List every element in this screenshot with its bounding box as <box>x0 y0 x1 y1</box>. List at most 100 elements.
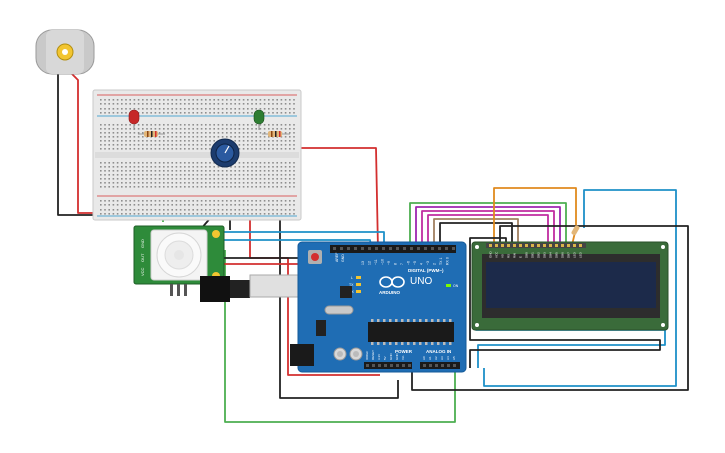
breadboard-hole <box>158 124 161 126</box>
breadboard-hole <box>272 170 274 172</box>
breadboard-hole <box>276 112 278 114</box>
lcd-mount-hole <box>475 323 479 327</box>
resistor-1-band-2 <box>151 131 153 137</box>
lcd-pin <box>531 244 534 247</box>
breadboard-hole <box>150 200 152 202</box>
chip-pin <box>449 342 452 345</box>
breadboard-hole <box>284 182 287 184</box>
lcd-mount-hole <box>661 323 665 327</box>
breadboard-hole <box>213 112 215 114</box>
breadboard-hole <box>154 112 157 114</box>
breadboard-hole <box>221 136 224 138</box>
breadboard-hole <box>125 132 127 134</box>
breadboard-hole <box>108 178 110 180</box>
breadboard-hole <box>171 204 173 206</box>
breadboard-hole <box>289 99 291 101</box>
breadboard-hole <box>104 99 106 101</box>
breadboard-hole <box>217 178 220 180</box>
breadboard-hole <box>146 182 148 184</box>
breadboard-hole <box>121 108 123 110</box>
breadboard-hole <box>263 140 266 142</box>
breadboard-hole <box>263 162 266 164</box>
breadboard-hole <box>263 186 266 188</box>
breadboard-hole <box>230 182 232 184</box>
breadboard-hole <box>247 144 249 146</box>
breadboard-hole <box>263 103 266 105</box>
breadboard-hole <box>154 178 157 180</box>
breadboard-hole <box>209 213 211 215</box>
breadboard-hole <box>171 174 173 176</box>
breadboard-hole <box>184 148 186 150</box>
breadboard-hole <box>255 136 257 138</box>
breadboard-hole <box>276 166 278 168</box>
breadboard-hole <box>171 170 173 172</box>
breadboard-hole <box>255 204 257 206</box>
header-hole <box>424 247 427 250</box>
breadboard-hole <box>129 148 131 150</box>
breadboard-hole <box>242 112 245 114</box>
chip-pin <box>431 342 434 345</box>
arduino-model: UNO <box>410 276 432 287</box>
breadboard-hole <box>247 140 249 142</box>
breadboard-hole <box>121 182 123 184</box>
breadboard-hole <box>137 174 140 176</box>
breadboard-hole <box>192 128 194 130</box>
breadboard-hole <box>163 112 165 114</box>
lcd-screen <box>486 262 656 308</box>
breadboard-hole <box>234 136 236 138</box>
potentiometer[interactable] <box>210 138 240 168</box>
breadboard-hole <box>171 112 173 114</box>
breadboard-hole <box>268 200 270 202</box>
breadboard-hole <box>268 186 270 188</box>
breadboard-hole <box>129 140 131 142</box>
breadboard-hole <box>255 128 257 130</box>
breadboard-hole <box>293 99 295 101</box>
breadboard-hole <box>158 166 161 168</box>
breadboard-hole <box>150 162 152 164</box>
breadboard-hole <box>230 170 232 172</box>
usb-cable <box>200 274 301 302</box>
breadboard-hole <box>234 178 236 180</box>
breadboard-hole <box>125 140 127 142</box>
breadboard-hole <box>284 103 287 105</box>
breadboard-hole <box>171 99 173 101</box>
breadboard-hole <box>196 174 199 176</box>
breadboard-hole <box>217 132 220 134</box>
breadboard-hole <box>196 103 199 105</box>
breadboard-hole <box>129 204 131 206</box>
breadboard-hole <box>272 200 274 202</box>
breadboard-hole <box>112 204 115 206</box>
pir-label-out: OUT <box>140 253 145 262</box>
breadboard-hole <box>184 200 186 202</box>
breadboard-hole <box>289 170 291 172</box>
breadboard-hole <box>154 140 157 142</box>
chip-pin <box>437 319 440 322</box>
breadboard-hole <box>121 99 123 101</box>
breadboard-hole <box>276 144 278 146</box>
breadboard-hole <box>284 124 287 126</box>
breadboard-hole <box>280 140 283 142</box>
breadboard-hole <box>108 174 110 176</box>
breadboard-hole <box>238 124 241 126</box>
breadboard-hole <box>154 200 157 202</box>
breadboard-hole <box>175 166 178 168</box>
breadboard-hole <box>226 112 228 114</box>
breadboard-hole <box>217 209 220 211</box>
label-5v: 5V <box>383 356 387 360</box>
breadboard-hole <box>196 108 199 110</box>
lcd-wire-blue-top <box>483 189 677 387</box>
breadboard-hole <box>121 174 123 176</box>
breadboard-hole <box>205 204 207 206</box>
breadboard-hole <box>129 209 131 211</box>
breadboard-hole <box>121 124 123 126</box>
breadboard-hole <box>280 124 283 126</box>
breadboard-hole <box>284 170 287 172</box>
breadboard-hole <box>146 108 148 110</box>
breadboard-hole <box>259 144 262 146</box>
breadboard-hole <box>192 200 194 202</box>
reset-button-cap[interactable] <box>311 253 319 261</box>
breadboard-hole <box>150 166 152 168</box>
breadboard-hole <box>188 124 190 126</box>
breadboard <box>92 89 302 221</box>
breadboard-hole <box>255 170 257 172</box>
